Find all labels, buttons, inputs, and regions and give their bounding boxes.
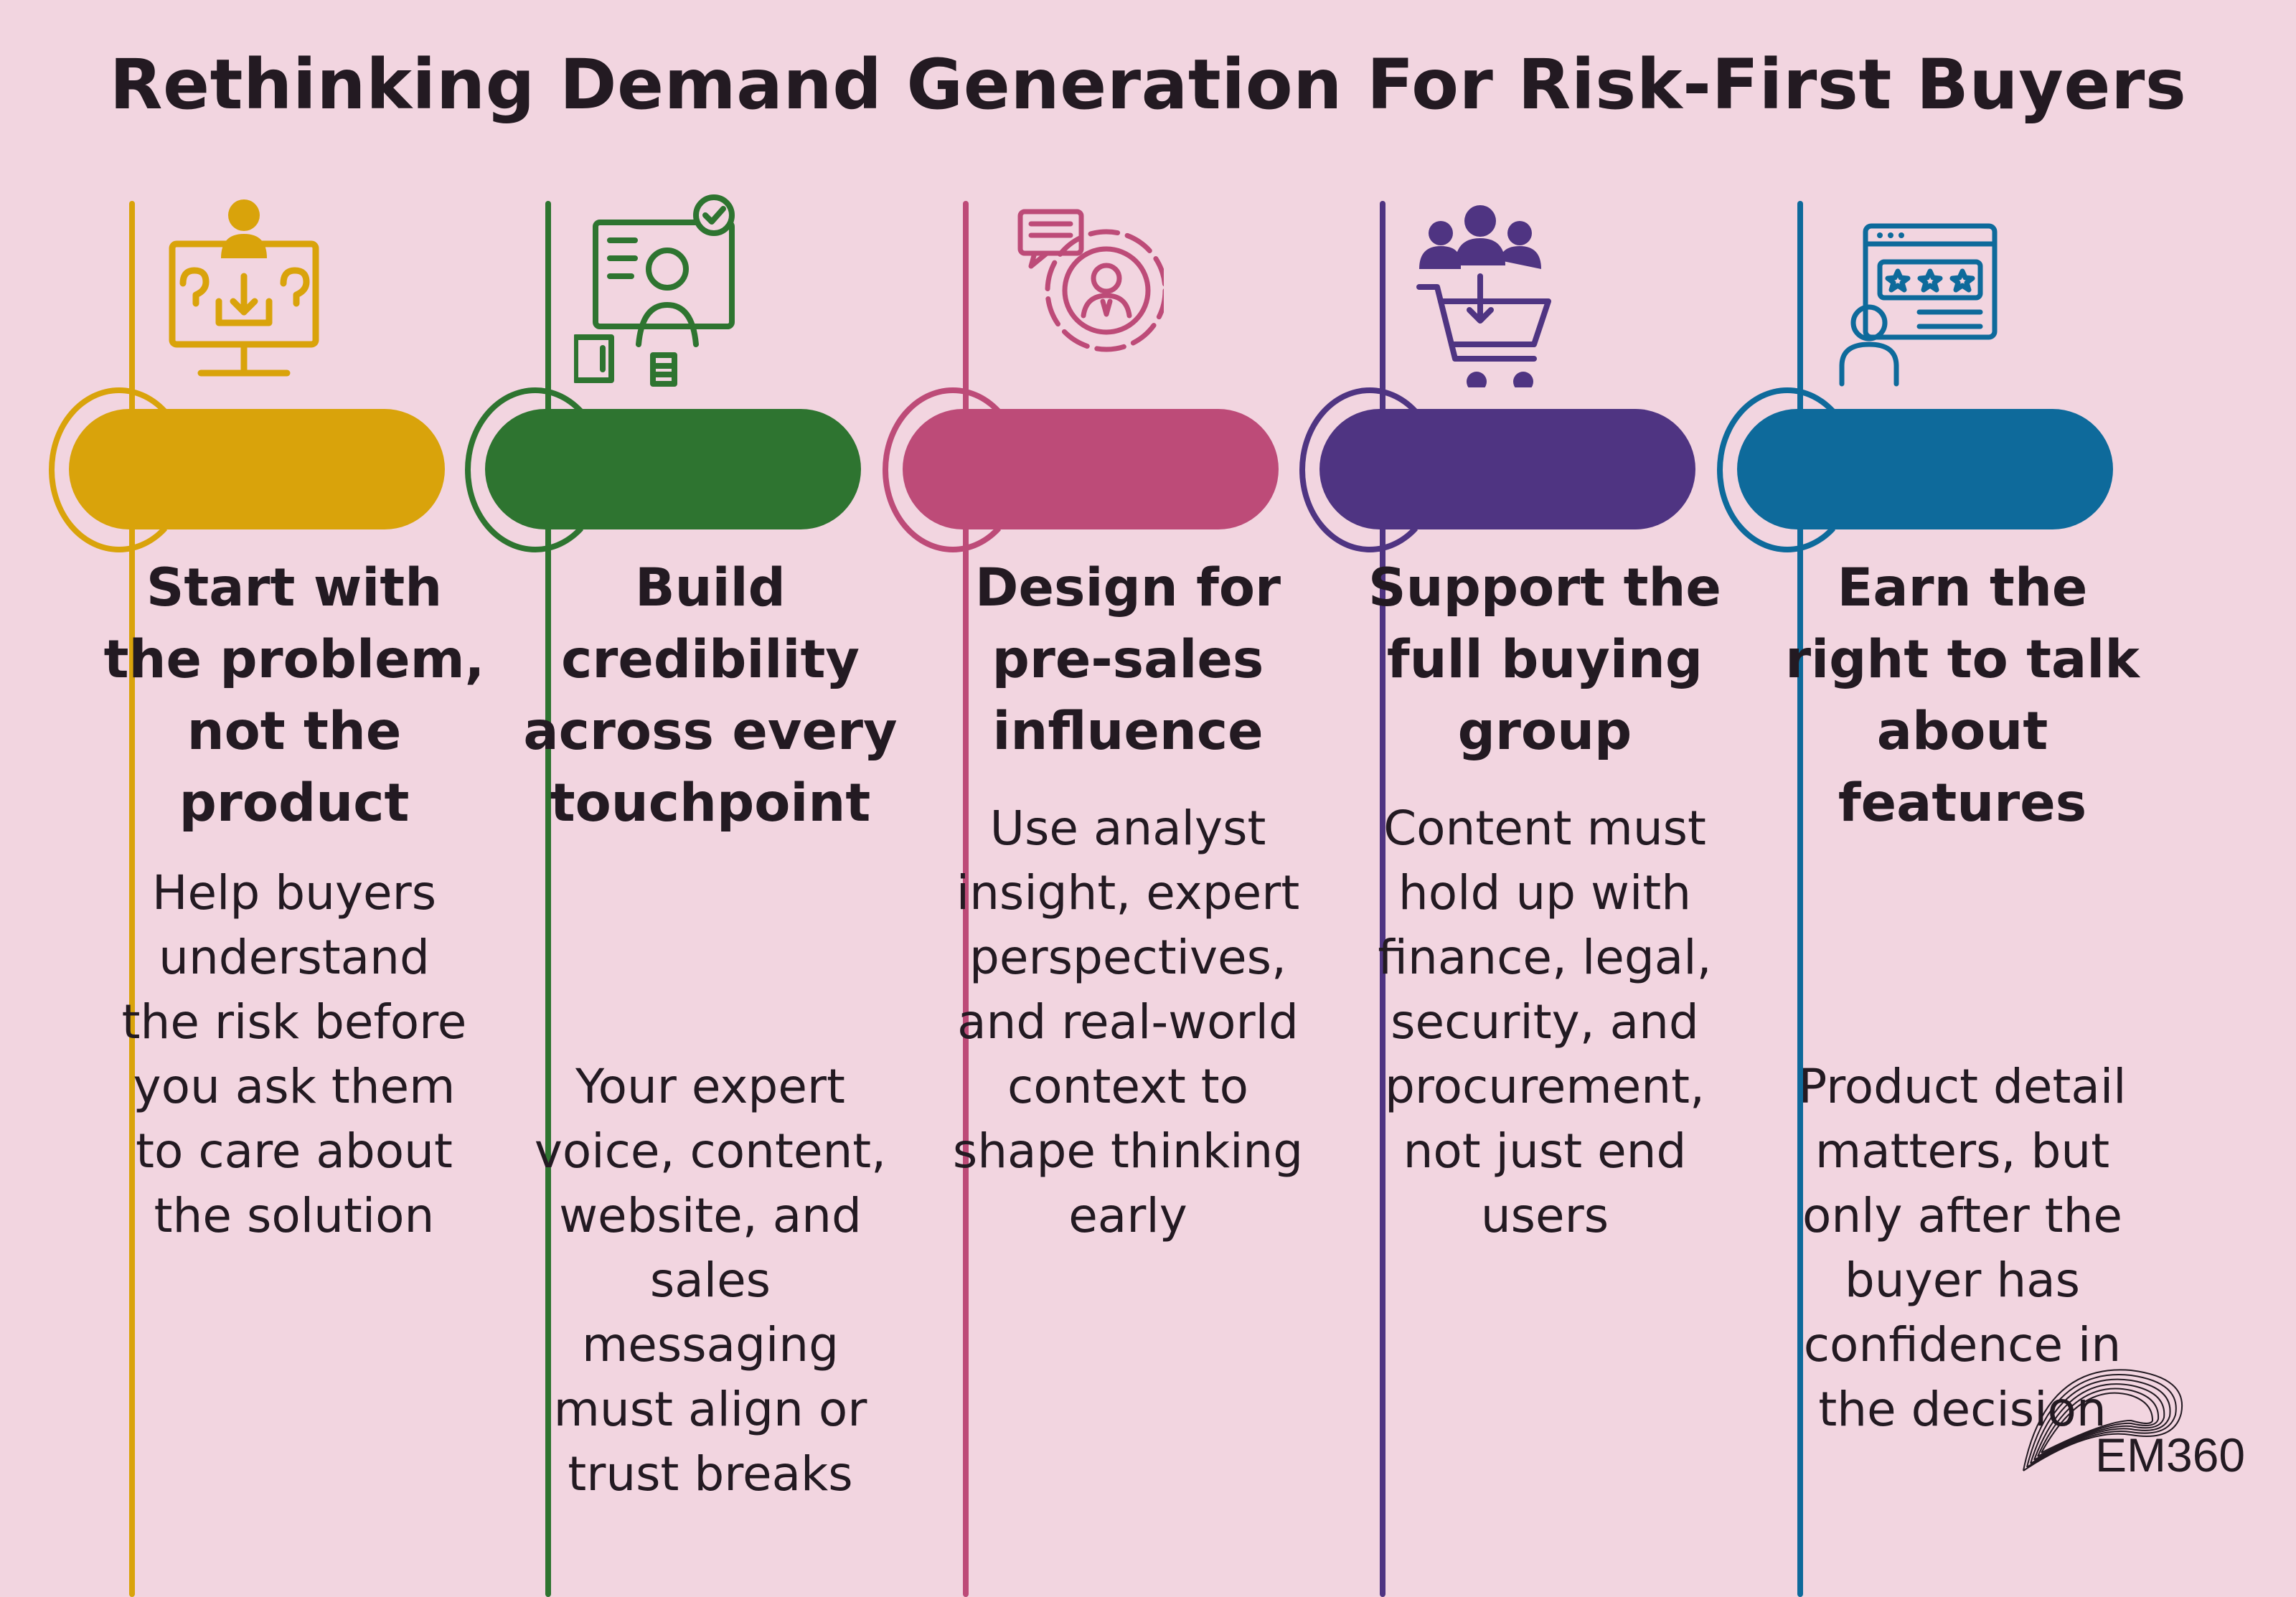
timeline-arc: [1717, 387, 1858, 552]
column-body: Your expert voice, content, website, and…: [534, 1059, 887, 1502]
column-heading: Build credibility across every touchpoin…: [523, 557, 898, 834]
timeline-line: [129, 544, 135, 1597]
timeline-arc: [883, 387, 1023, 552]
column-2: Build credibility across every touchpoin…: [465, 194, 965, 1597]
timeline-line: [1797, 544, 1803, 1597]
logo-text: EM360: [2095, 1428, 2246, 1481]
column-3: Design for pre-sales influence Use analy…: [883, 194, 1383, 1597]
timeline-line: [1380, 544, 1385, 1597]
color-pill: [1737, 409, 2113, 529]
group-shopping-cart-icon: [1416, 205, 1551, 387]
column-1: Start with the problem, not the product …: [49, 194, 549, 1597]
column-heading: Design for pre-sales influence: [974, 557, 1281, 762]
column-4: Support the full buying group Content mu…: [1299, 194, 1799, 1597]
person-thumbs-up-presentation-icon: [574, 194, 735, 387]
color-pill: [903, 409, 1279, 529]
column-5: Earn the right to talk about features Pr…: [1717, 194, 2217, 1597]
timeline-line: [963, 544, 969, 1597]
color-pill: [485, 409, 861, 529]
column-heading: Start with the problem, not the product: [103, 557, 485, 834]
column-body: Content must hold up with finance, legal…: [1378, 801, 1712, 1243]
color-pill: [69, 409, 445, 529]
timeline-arc: [49, 387, 189, 552]
gear-person-chat-icon: [1017, 209, 1164, 352]
person-star-review-icon: [1839, 223, 1998, 387]
em360-logo-mark: [2023, 1369, 2183, 1471]
column-body: Product detail matters, but only after t…: [1798, 1059, 2127, 1437]
column-heading: Earn the right to talk about features: [1785, 557, 2140, 834]
column-body: Use analyst insight, expert perspectives…: [952, 801, 1304, 1243]
column-body: Help buyers understand the risk before y…: [121, 865, 467, 1243]
color-pill: [1319, 409, 1695, 529]
timeline-arc: [1299, 387, 1440, 552]
computer-question-download-icon: [169, 199, 319, 377]
column-heading: Support the full buying group: [1368, 557, 1721, 762]
timeline-arc: [465, 387, 606, 552]
page-title: Rethinking Demand Generation For Risk-Fi…: [109, 44, 2187, 125]
timeline-line: [545, 544, 551, 1597]
